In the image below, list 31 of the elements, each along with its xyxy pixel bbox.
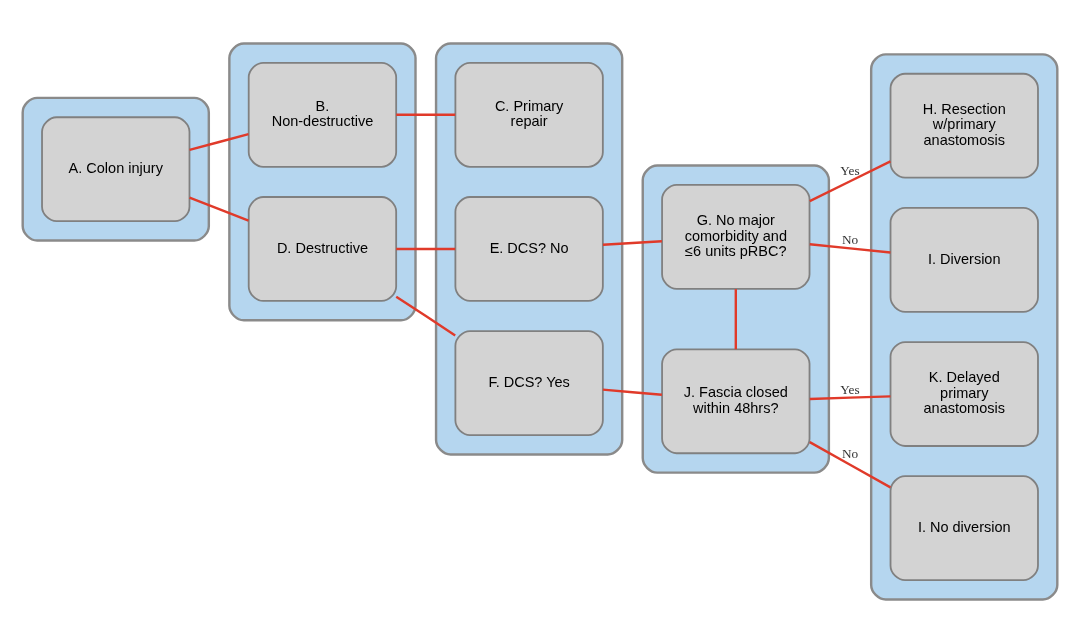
- node-box: K. Delayed primary anastomosis: [889, 340, 1039, 447]
- node-box: E. DCS? No: [454, 195, 604, 302]
- node-box: H. Resection w/primary anastomosis: [889, 72, 1039, 179]
- connector: [395, 295, 456, 336]
- node-box: D. Destructive: [247, 195, 398, 302]
- connector: [809, 159, 891, 202]
- node-box: A. Colon injury: [41, 115, 191, 222]
- connector: [734, 288, 737, 349]
- connector: [809, 440, 891, 488]
- edge-label: Yes: [840, 162, 860, 178]
- node-box: J. Fascia closed within 48hrs?: [661, 347, 811, 454]
- cluster: [869, 52, 1059, 601]
- node-box: B. Non-destructive: [247, 61, 398, 168]
- connector: [396, 113, 456, 116]
- cluster: [641, 163, 831, 474]
- cluster: [434, 41, 624, 456]
- connector: [396, 247, 456, 250]
- node-box: G. No major comorbidity and ≤6 units pRBC?: [661, 183, 811, 290]
- cluster: [21, 96, 211, 242]
- node-box: F. DCS? Yes: [454, 329, 604, 436]
- connector: [602, 387, 662, 396]
- cluster: [228, 41, 417, 321]
- connector: [602, 239, 662, 246]
- edge-label: No: [841, 445, 859, 461]
- node-box: C. Primary repair: [454, 61, 604, 168]
- edge-label: No: [841, 231, 859, 247]
- edge-label: Yes: [840, 381, 860, 397]
- connector: [809, 242, 891, 254]
- node-box: I. No diversion: [889, 474, 1039, 581]
- connector: [809, 394, 891, 400]
- node-box: I. Diversion: [889, 206, 1039, 313]
